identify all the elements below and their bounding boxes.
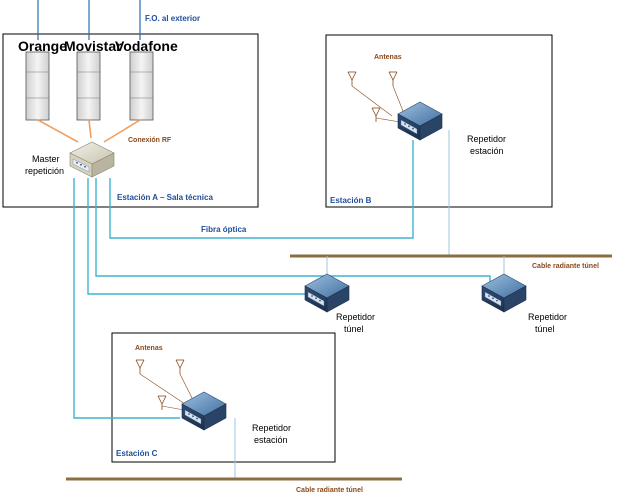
station-b-label: Estación B [330, 196, 372, 205]
station-a-frame [2, 33, 259, 208]
station-c-label: Estación C [116, 449, 158, 458]
master-label-line2: repetición [25, 166, 64, 176]
fiber-lines [73, 140, 491, 419]
cabinet-vodafone [129, 51, 154, 121]
tunnel-repeater-2-line2: túnel [535, 324, 555, 334]
tunnel-repeater-1-label: Repetidor túnel [336, 312, 378, 334]
station-b-frame [325, 34, 553, 208]
cabinet-movistar [76, 51, 101, 121]
station-c-repeater-line2: estación [254, 435, 288, 445]
antenna-feed [375, 117, 401, 123]
rf-link-movistar [88, 119, 92, 139]
station-b-repeater-label: Repetidor estación [467, 134, 509, 156]
rf-link-orange [37, 119, 79, 143]
rf-link-vodafone [103, 119, 141, 143]
tunnel-repeater-1-line2: túnel [344, 324, 364, 334]
cabinet-orange [25, 51, 50, 121]
antennas-label-b: Antenas [374, 54, 402, 61]
master-label-line1: Master [32, 154, 60, 164]
station-c-repeater [181, 391, 227, 431]
antenna-feed [139, 373, 186, 405]
station-c-repeater-label: Repetidor estación [252, 423, 294, 445]
antenna-feed [161, 405, 185, 411]
antenna-icon [371, 107, 381, 123]
station-a-label: Estación A – Sala técnica [117, 193, 213, 202]
operator-label-orange: Orange [18, 38, 67, 54]
tunnel-repeater-1 [304, 273, 350, 313]
station-c-repeater-line1: Repetidor [252, 423, 291, 433]
master-label: Master repetición [25, 154, 64, 176]
antenna-icon [157, 395, 167, 411]
operator-label-movistar: Movistar [64, 38, 122, 54]
tunnel-repeater-2 [481, 273, 527, 313]
rf-connection-label: Conexión RF [128, 137, 172, 144]
antenna-icon [175, 359, 185, 375]
antenna-icon [347, 71, 357, 87]
fiber-optic-label: Fibra óptica [201, 225, 247, 234]
fiber-exterior-label: F.O. al exterior [145, 14, 200, 23]
antennas-label-c: Antenas [135, 345, 163, 352]
radiant-cable-lower-label: Cable radiante túnel [296, 487, 363, 494]
station-c-frame [111, 332, 336, 463]
tunnel-repeater-1-line1: Repetidor [336, 312, 375, 322]
radiant-cable-upper-label: Cable radiante túnel [532, 263, 599, 270]
antenna-icon [135, 359, 145, 375]
tunnel-repeater-2-label: Repetidor túnel [528, 312, 570, 334]
master-repeater [69, 141, 115, 178]
antenna-icon [388, 71, 398, 87]
operator-label-vodafone: Vodafone [115, 38, 178, 54]
station-b-repeater [397, 101, 443, 141]
tunnel-repeater-2-line1: Repetidor [528, 312, 567, 322]
station-b-repeater-line2: estación [470, 146, 504, 156]
antenna-feed [351, 85, 393, 117]
station-b-repeater-line1: Repetidor [467, 134, 506, 144]
